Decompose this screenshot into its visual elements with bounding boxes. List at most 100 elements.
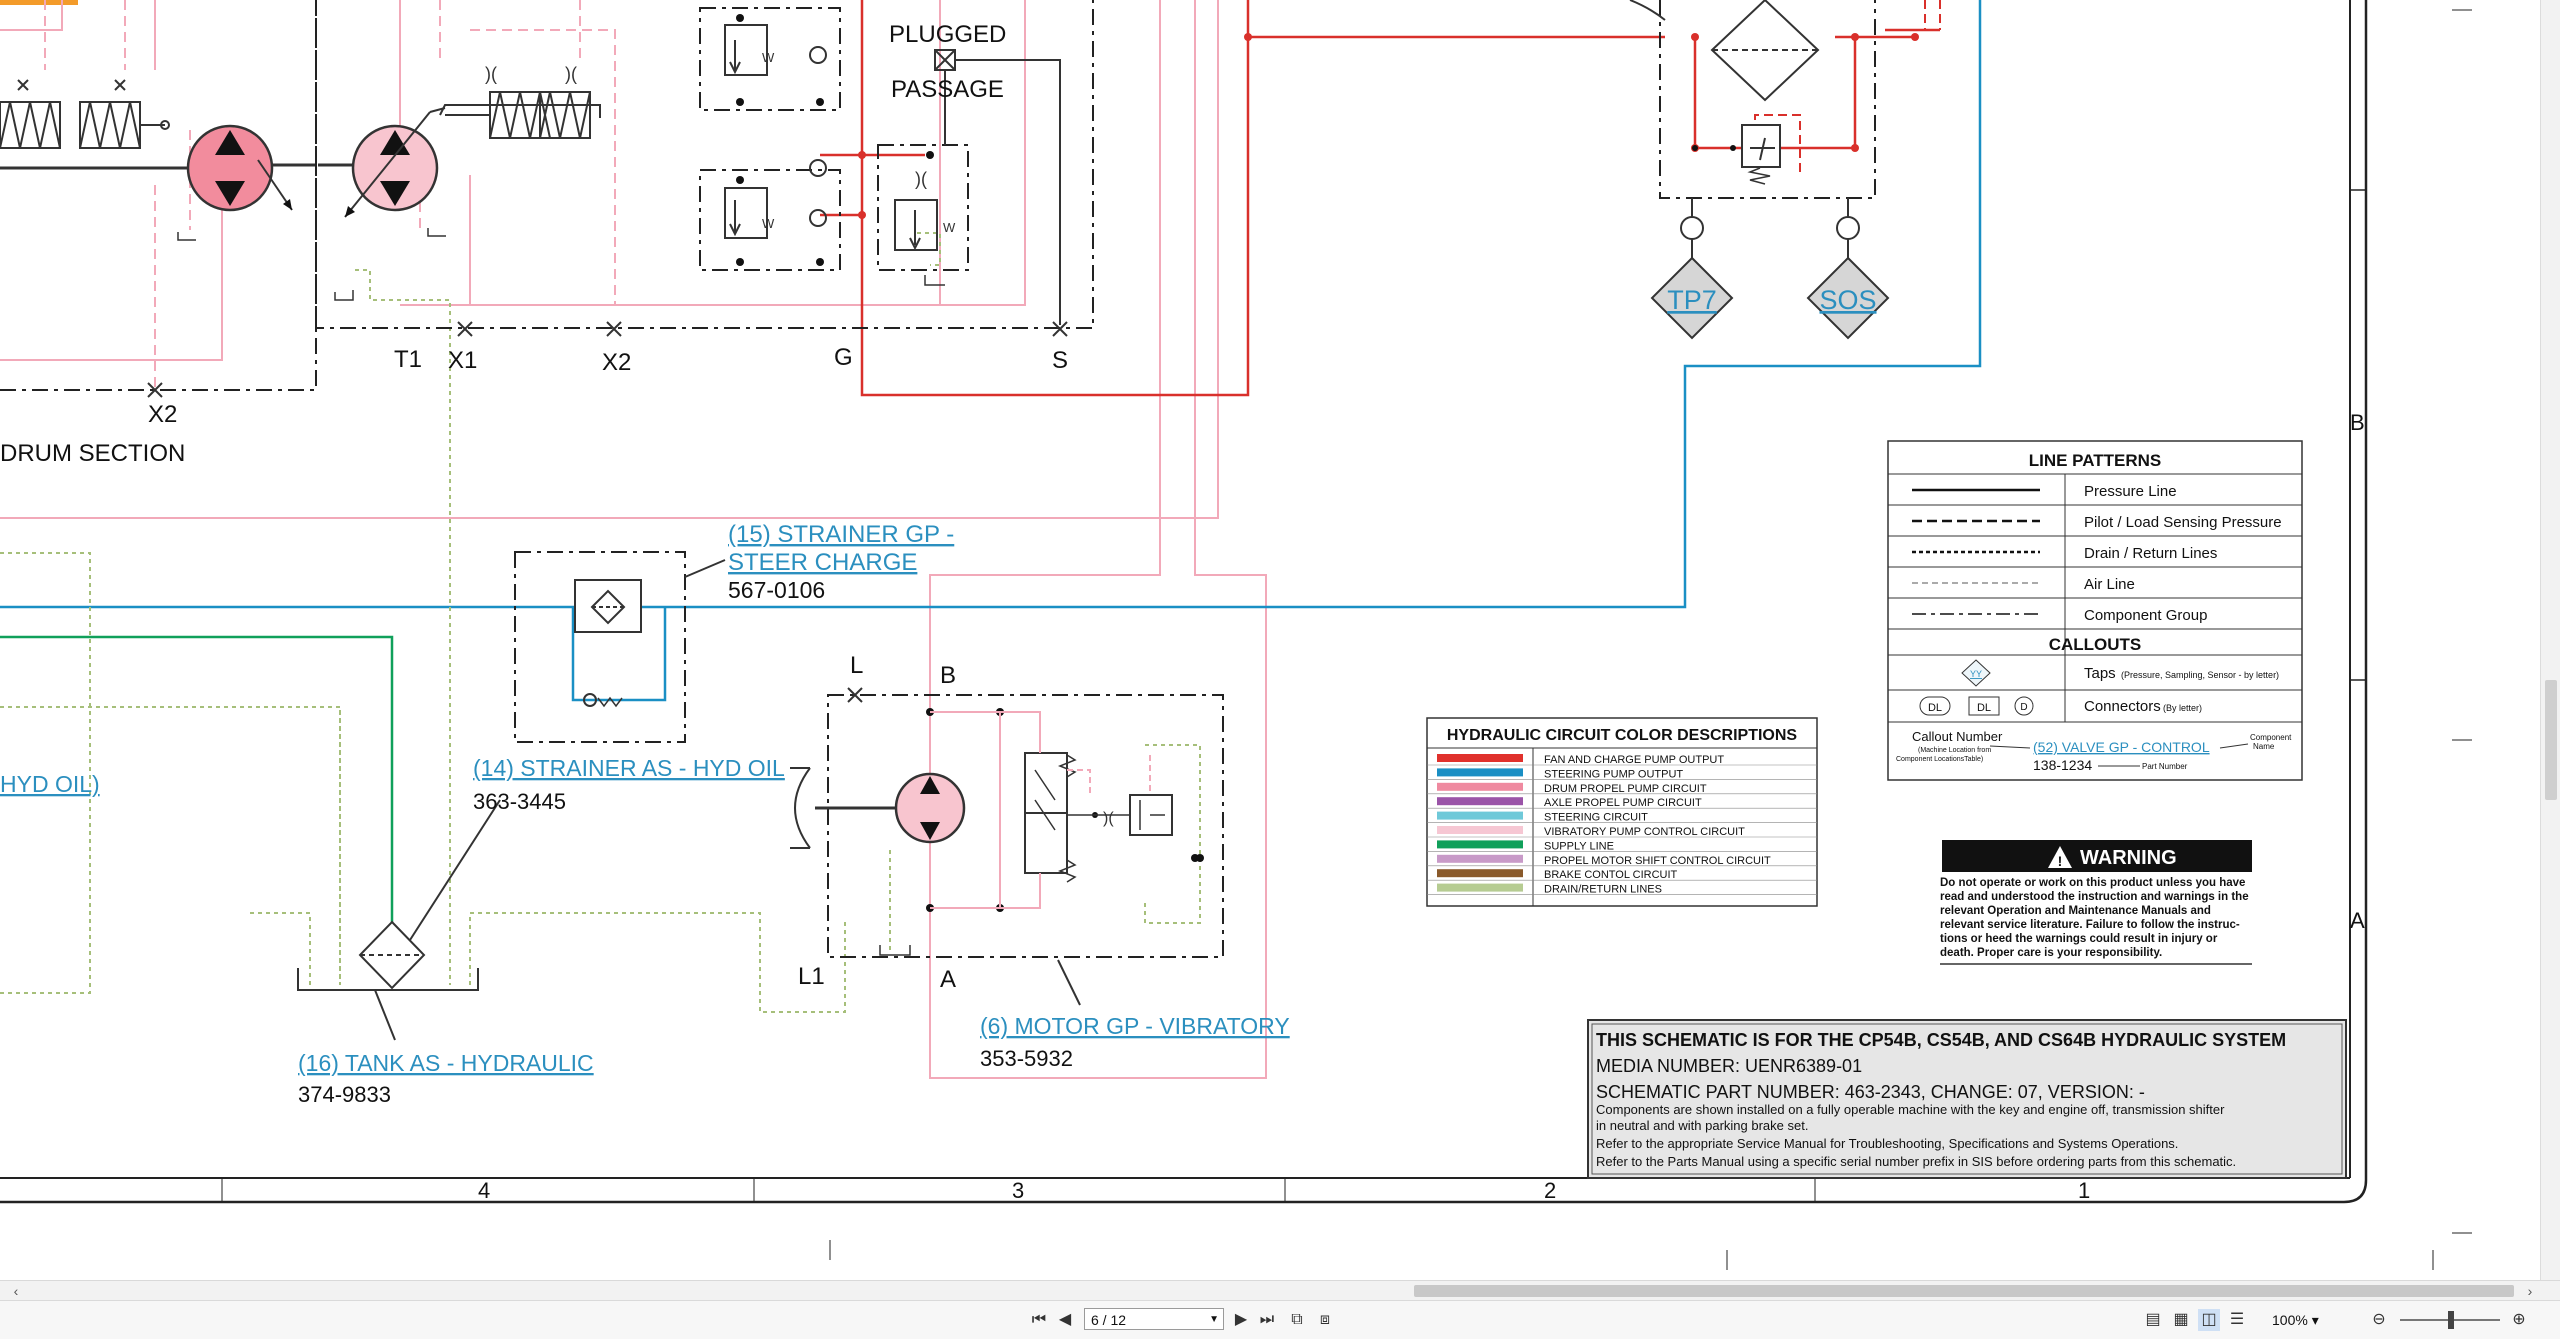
color-swatch <box>1437 797 1523 806</box>
first-page-icon[interactable]: ⏮ <box>1031 1311 1047 1328</box>
scroll-right-icon[interactable]: › <box>2527 1283 2533 1299</box>
two-page-continuous-icon[interactable]: ☰ <box>2229 1311 2245 1328</box>
orange-tab <box>0 0 78 5</box>
drain-symbols <box>177 228 945 301</box>
pdf-toolbar: ⏮ ◀ 6 / 12 ▼ ▶ ⏭ ⧉ ⧈ ▤ ▦ ◫ ☰ 100% ▾ ⊖ ⊕ <box>0 1300 2560 1339</box>
port-b: B <box>940 662 956 689</box>
next-page-icon[interactable]: ▶ <box>1234 1311 1248 1328</box>
warning-box: ! WARNING Do not operate or work on this… <box>1940 840 2252 965</box>
svg-text:)(: )( <box>915 169 927 189</box>
title-note-4: Refer to the Parts Manual using a specif… <box>1596 1154 2236 1169</box>
black-dots <box>736 14 1736 912</box>
part-number-label: Part Number <box>2142 762 2188 771</box>
callout-note-1: (Machine Location from <box>1918 747 1991 754</box>
connector-dl-round: DL <box>1928 702 1942 714</box>
warning-line-2: read and understood the instruction and … <box>1940 891 2249 903</box>
tap-sos[interactable]: SOS <box>1806 198 1890 340</box>
port-marks <box>147 321 1068 703</box>
tap-sos-label[interactable]: SOS <box>1819 285 1876 315</box>
single-page-view-icon[interactable]: ▤ <box>2145 1311 2161 1328</box>
motor-vibratory: )( <box>790 711 1173 1006</box>
paste-page-icon[interactable]: ⧈ <box>1319 1311 1331 1328</box>
port-l: L <box>850 652 863 679</box>
two-page-view-icon[interactable]: ◫ <box>2198 1309 2220 1331</box>
scroll-left-icon[interactable]: ‹ <box>13 1283 19 1299</box>
zoom-in-icon[interactable]: ⊕ <box>2512 1311 2526 1328</box>
plugged-label: PLUGGED <box>889 21 1006 48</box>
connectors-label: Connectors <box>2084 698 2161 715</box>
callout-strainer-hyd-oil[interactable]: (14) STRAINER AS - HYD OIL <box>473 755 785 781</box>
part-example: 138-1234 <box>2033 757 2092 773</box>
color-row-label: DRUM PROPEL PUMP CIRCUIT <box>1544 783 1707 795</box>
pattern-drain: Drain / Return Lines <box>2084 545 2217 562</box>
callout-strainer-steer-2[interactable]: STEER CHARGE <box>728 549 917 576</box>
part-number-353: 353-5932 <box>980 1046 1073 1071</box>
title-note-2: in neutral and with parking brake set. <box>1596 1118 1808 1133</box>
page-number-select[interactable]: 6 / 12 ▼ <box>1084 1308 1224 1330</box>
tap-tp7-label[interactable]: TP7 <box>1667 285 1717 315</box>
tap-symbol-glyph: YY <box>1970 669 1982 679</box>
zoom-out-icon[interactable]: ⊖ <box>2372 1311 2386 1328</box>
warning-line-4: relevant service literature. Failure to … <box>1940 919 2240 931</box>
color-row-label: DRAIN/RETURN LINES <box>1544 884 1662 896</box>
callout-hyd-oil-partial[interactable]: HYD OIL) <box>0 771 100 797</box>
port-x2: X2 <box>602 349 631 376</box>
color-row-label: STEERING CIRCUIT <box>1544 812 1648 824</box>
warning-line-1: Do not operate or work on this product u… <box>1940 877 2245 889</box>
taps-note: (Pressure, Sampling, Sensor - by letter) <box>2121 670 2279 680</box>
port-l1: L1 <box>798 963 825 990</box>
connector-d-circle: D <box>2020 702 2027 713</box>
chevron-down-icon: ▼ <box>1209 1314 1219 1325</box>
callout-motor-vibratory[interactable]: (6) MOTOR GP - VIBRATORY <box>980 1013 1290 1039</box>
color-swatch <box>1437 869 1523 878</box>
color-swatch <box>1437 840 1523 849</box>
port-g: G <box>834 344 853 371</box>
continuous-view-icon[interactable]: ▦ <box>2173 1311 2189 1328</box>
color-row-label: VIBRATORY PUMP CONTROL CIRCUIT <box>1544 826 1745 838</box>
column-label-1: 1 <box>2078 1178 2090 1203</box>
color-descriptions-legend: HYDRAULIC CIRCUIT COLOR DESCRIPTIONS FAN… <box>1426 717 1818 907</box>
component-groups <box>0 0 1876 958</box>
tap-tp7[interactable]: TP7 <box>1650 198 1734 340</box>
warning-line-3: relevant Operation and Maintenance Manua… <box>1940 905 2211 917</box>
column-label-4: 4 <box>478 1178 490 1203</box>
line-patterns-title: LINE PATTERNS <box>2029 451 2162 470</box>
vertical-scroll-thumb[interactable] <box>2545 680 2557 800</box>
color-swatch <box>1437 826 1523 834</box>
pump-right <box>318 104 601 218</box>
port-x1: X1 <box>448 347 477 374</box>
svg-text:)(: )( <box>565 64 577 84</box>
color-swatch <box>1437 811 1523 820</box>
previous-page-icon[interactable]: ◀ <box>1058 1311 1072 1328</box>
port-t1: T1 <box>394 346 422 373</box>
strainer-steer-charge <box>574 559 726 708</box>
callout-strainer-steer-1[interactable]: (15) STRAINER GP - <box>728 521 954 548</box>
callout-tank-hydraulic[interactable]: (16) TANK AS - HYDRAULIC <box>298 1050 594 1076</box>
copy-page-icon[interactable]: ⧉ <box>1291 1311 1303 1328</box>
callouts-title: CALLOUTS <box>2049 635 2142 654</box>
drum-section-label: DRUM SECTION <box>0 440 185 467</box>
connector-dl-square: DL <box>1977 702 1991 714</box>
pattern-pressure: Pressure Line <box>2084 483 2177 500</box>
springs-left <box>0 79 170 149</box>
warning-line-6: death. Proper care is your responsibilit… <box>1940 947 2162 959</box>
color-row-label: BRAKE CONTOL CIRCUIT <box>1544 869 1678 881</box>
vertical-scrollbar[interactable] <box>2540 0 2560 1280</box>
horizontal-scroll-thumb[interactable] <box>1414 1285 2514 1297</box>
spring-w-2: W <box>762 216 775 231</box>
title-line-2: MEDIA NUMBER: UENR6389-01 <box>1596 1056 1862 1076</box>
pump-left <box>0 124 315 212</box>
color-row-label: STEERING PUMP OUTPUT <box>1544 768 1683 780</box>
callout-example: (52) VALVE GP - CONTROL <box>2033 739 2210 755</box>
pattern-pilot: Pilot / Load Sensing Pressure <box>2084 514 2282 531</box>
zoom-slider-handle[interactable] <box>2448 1311 2454 1329</box>
title-line-1: THIS SCHEMATIC IS FOR THE CP54B, CS54B, … <box>1596 1030 2286 1050</box>
last-page-icon[interactable]: ⏭ <box>1259 1311 1275 1328</box>
tank-hydraulic <box>297 799 501 1041</box>
horizontal-scrollbar[interactable]: ‹ › <box>0 1280 2560 1301</box>
color-swatch <box>1437 782 1523 791</box>
color-desc-title: HYDRAULIC CIRCUIT COLOR DESCRIPTIONS <box>1447 727 1798 744</box>
part-number-567: 567-0106 <box>728 577 825 603</box>
zoom-level[interactable]: 100% ▾ <box>2272 1312 2319 1328</box>
